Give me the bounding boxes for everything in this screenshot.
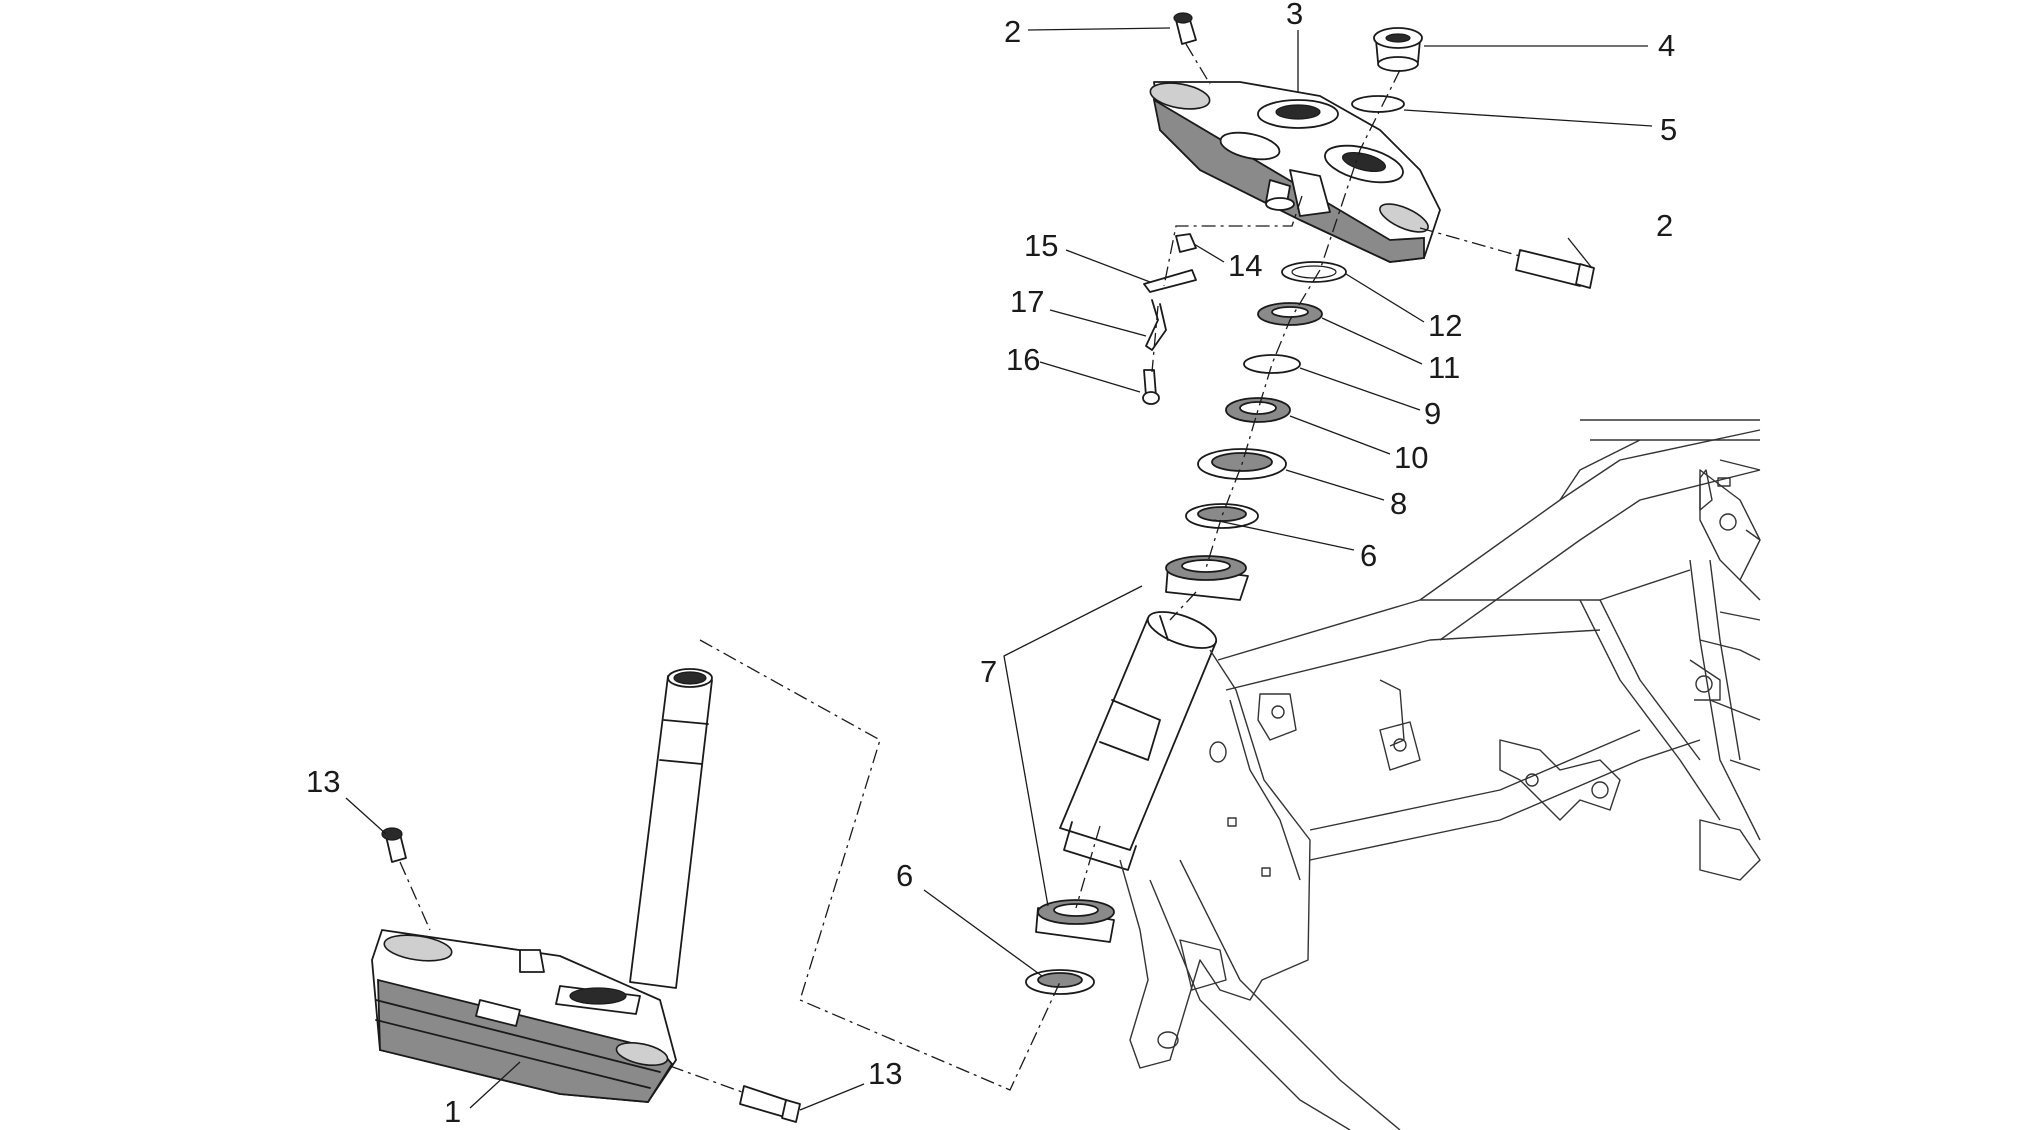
callout-2-right: 2 [1656, 208, 1673, 243]
callout-2-top: 2 [1004, 14, 1021, 49]
callout-11: 11 [1428, 350, 1460, 385]
callout-14: 14 [1228, 248, 1262, 283]
callout-labels: 1 2 2 3 4 5 6 6 7 8 9 10 11 12 13 13 14 … [306, 0, 1677, 1129]
callout-4: 4 [1658, 28, 1675, 63]
callout-8: 8 [1390, 486, 1407, 521]
cable-bracket [1143, 269, 1197, 293]
bolt-13-bottom [739, 1085, 801, 1123]
bolt-right [1515, 249, 1595, 289]
callout-6-lower: 6 [896, 858, 913, 893]
callout-13-bottom: 13 [868, 1056, 902, 1091]
screw-16 [1142, 369, 1160, 405]
bearing-race-lower [1025, 969, 1095, 995]
callout-3: 3 [1286, 0, 1303, 31]
ring-nut-10 [1225, 397, 1291, 423]
callout-17: 17 [1010, 284, 1044, 319]
assembly-axis-lines [399, 43, 1521, 1093]
washer-5 [1351, 95, 1405, 113]
motorcycle-frame [1059, 419, 1761, 1130]
leader-lines [345, 27, 1653, 1111]
bearing-race-upper [1185, 503, 1259, 529]
bolt-top [1173, 12, 1197, 45]
cap-nut [1373, 27, 1423, 72]
callout-10: 10 [1394, 440, 1428, 475]
bolt-13-top [381, 827, 407, 863]
cable-clip [1175, 233, 1197, 253]
callout-12: 12 [1428, 308, 1462, 343]
callout-6-upper: 6 [1360, 538, 1377, 573]
ring-nut-11 [1257, 302, 1323, 326]
callout-5: 5 [1660, 112, 1677, 147]
washer-9 [1243, 354, 1301, 374]
callout-1: 1 [444, 1094, 461, 1129]
callout-15: 15 [1024, 228, 1058, 263]
bearing-upper [1165, 555, 1249, 601]
lower-triple-clamp-stem [371, 668, 713, 1103]
callout-9: 9 [1424, 396, 1441, 431]
bearing-lower [1035, 899, 1115, 943]
callout-13-top: 13 [306, 764, 340, 799]
callout-7: 7 [980, 654, 997, 689]
callout-16: 16 [1006, 342, 1040, 377]
circlip [1281, 261, 1347, 283]
upper-triple-clamp [1149, 81, 1441, 263]
